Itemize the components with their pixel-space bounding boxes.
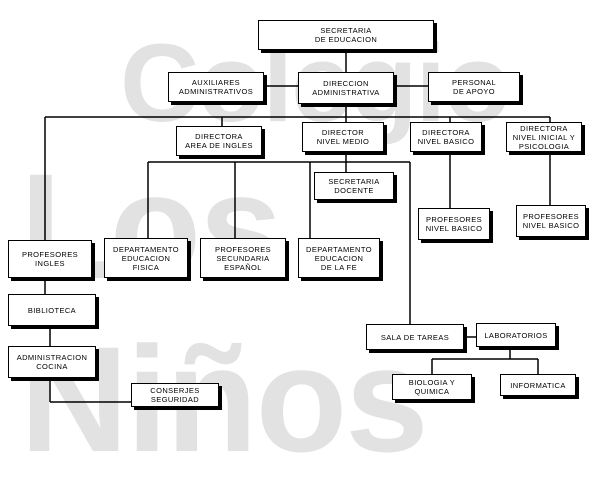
node-conserjes-seguridad: CONSERJES SEGURIDAD bbox=[131, 383, 219, 407]
node-sala-de-tareas: SALA DE TAREAS bbox=[366, 324, 464, 350]
node-administracion-cocina: ADMINISTRACION COCINA bbox=[8, 346, 96, 378]
node-label: SALA DE TAREAS bbox=[380, 332, 450, 342]
node-label: ADMINISTRACION COCINA bbox=[16, 353, 88, 371]
node-label: SECRETARIA DE EDUCACION bbox=[314, 26, 378, 44]
node-departamento-educacion-fisica: DEPARTAMENTO EDUCACION FISICA bbox=[104, 238, 188, 278]
node-label: LABORATORIOS bbox=[484, 330, 548, 340]
node-directora-nivel-inicial: DIRECTORA NIVEL INICIAL Y PSICOLOGIA bbox=[506, 122, 582, 152]
node-directora-area-ingles: DIRECTORA AREA DE INGLES bbox=[176, 126, 262, 156]
node-label: DIRECTORA AREA DE INGLES bbox=[185, 132, 253, 150]
node-label: SECRETARIA DOCENTE bbox=[328, 177, 380, 195]
node-auxiliares-administrativos: AUXILIARES ADMINISTRATIVOS bbox=[168, 72, 264, 102]
node-label: DIRECCION ADMINISTRATIVA bbox=[312, 79, 380, 97]
org-chart-connectors bbox=[44, 48, 551, 403]
node-label: DIRECTORA NIVEL INICIAL Y PSICOLOGIA bbox=[512, 123, 576, 151]
node-label: PROFESORES NIVEL BASICO bbox=[522, 212, 580, 230]
node-profesores-nivel-basico: PROFESORES NIVEL BASICO bbox=[418, 208, 490, 240]
node-label: BIOLOGIA Y QUIMICA bbox=[408, 378, 456, 396]
node-label: CONSERJES SEGURIDAD bbox=[150, 386, 200, 404]
node-informatica: INFORMATICA bbox=[500, 374, 576, 396]
node-laboratorios: LABORATORIOS bbox=[476, 323, 556, 347]
node-label: AUXILIARES ADMINISTRATIVOS bbox=[178, 78, 254, 96]
node-label: BIBLIOTECA bbox=[27, 305, 77, 315]
node-label: PROFESORES NIVEL BASICO bbox=[425, 215, 483, 233]
node-label: DIRECTORA NIVEL BASICO bbox=[417, 128, 475, 146]
node-label: PERSONAL DE APOYO bbox=[451, 78, 497, 96]
node-departamento-educacion-fe: DEPARTAMENTO EDUCACION DE LA FE bbox=[298, 238, 380, 278]
node-label: DEPARTAMENTO EDUCACION FISICA bbox=[113, 244, 179, 272]
node-profesores-secundaria: PROFESORES SECUNDARIA ESPAÑOL bbox=[200, 238, 286, 278]
node-directora-nivel-basico: DIRECTORA NIVEL BASICO bbox=[410, 122, 482, 152]
node-label: PROFESORES SECUNDARIA ESPAÑOL bbox=[214, 244, 272, 272]
node-profesores-nivel-inicial: PROFESORES NIVEL BASICO bbox=[516, 205, 586, 237]
node-label: DIRECTOR NIVEL MEDIO bbox=[316, 128, 370, 146]
node-label: DEPARTAMENTO EDUCACION DE LA FE bbox=[306, 244, 372, 272]
node-label: PROFESORES INGLES bbox=[21, 250, 79, 268]
node-direccion-administrativa: DIRECCION ADMINISTRATIVA bbox=[298, 72, 394, 104]
node-biblioteca: BIBLIOTECA bbox=[8, 294, 96, 326]
node-secretaria-docente: SECRETARIA DOCENTE bbox=[314, 172, 394, 200]
node-label: INFORMATICA bbox=[510, 380, 566, 390]
node-secretaria-educacion: SECRETARIA DE EDUCACION bbox=[258, 20, 434, 50]
node-director-nivel-medio: DIRECTOR NIVEL MEDIO bbox=[302, 122, 384, 152]
node-personal-apoyo: PERSONAL DE APOYO bbox=[428, 72, 520, 102]
node-profesores-ingles: PROFESORES INGLES bbox=[8, 240, 92, 278]
node-biologia-quimica: BIOLOGIA Y QUIMICA bbox=[392, 374, 472, 400]
